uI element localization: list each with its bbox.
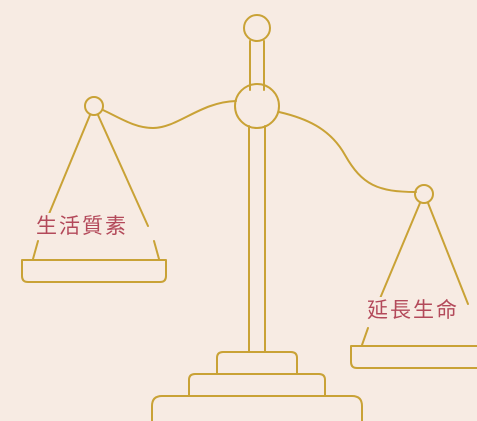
left-pan <box>21 259 167 283</box>
upper-pole <box>249 40 265 91</box>
right-pan <box>350 345 477 369</box>
beam-left <box>102 100 237 129</box>
pivot <box>234 83 280 129</box>
lower-pole <box>248 125 266 353</box>
left-pan-label: 生活質素 <box>35 213 129 239</box>
right-pan-label: 延長生命 <box>366 297 460 323</box>
right-hook <box>414 184 434 204</box>
left-hook <box>84 96 104 116</box>
left-strings <box>32 114 160 260</box>
top-finial <box>243 14 271 42</box>
beam-right <box>278 111 417 193</box>
scale-base <box>151 351 363 421</box>
right-strings <box>361 202 469 346</box>
